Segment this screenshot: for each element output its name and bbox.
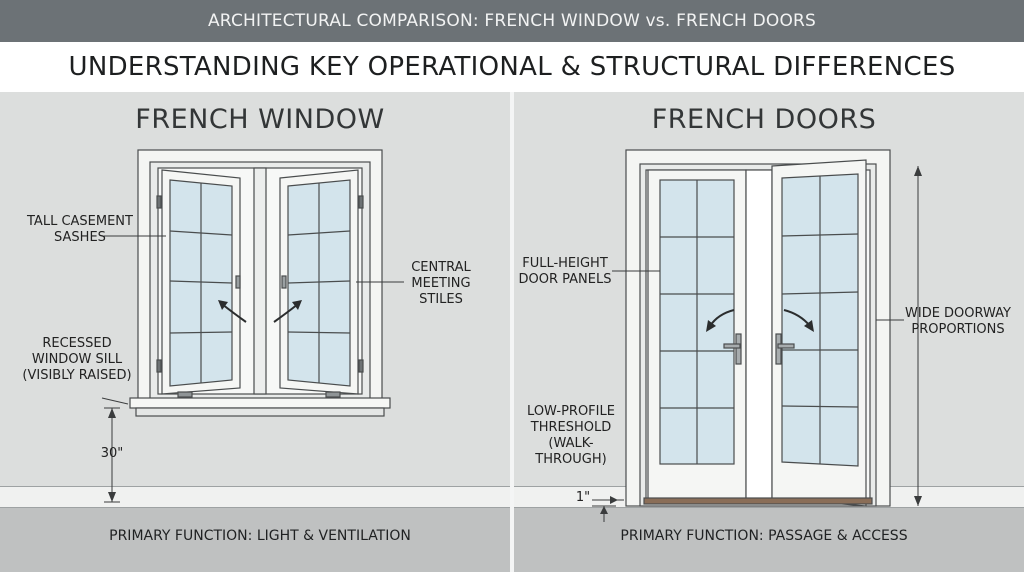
label-threshold-height: 1": [575, 490, 591, 505]
french-doors-title: FRENCH DOORS: [651, 104, 877, 135]
subtitle: UNDERSTANDING KEY OPERATIONAL & STRUCTUR…: [68, 52, 956, 82]
door-height-arrow-bottom: [914, 496, 922, 506]
french-window-illustration: [129, 149, 391, 417]
french-doors-illustration: [625, 149, 891, 507]
panel-divider: [510, 92, 514, 572]
subtitle-bar: UNDERSTANDING KEY OPERATIONAL & STRUCTUR…: [0, 42, 1024, 92]
baseboard-left: [0, 486, 510, 508]
label-central-meeting-stiles: CENTRAL MEETING STILES: [411, 260, 471, 307]
label-full-height-door-panels: FULL-HEIGHT DOOR PANELS: [518, 256, 612, 287]
label-tall-casement-sashes: TALL CASEMENT SASHES: [27, 214, 133, 245]
dimension-arrow-top: [108, 408, 116, 418]
label-recessed-window-sill: RECESSED WINDOW SILL (VISIBLY RAISED): [22, 336, 132, 383]
label-wide-doorway-proportions: WIDE DOORWAY PROPORTIONS: [905, 306, 1011, 337]
threshold-pointer: [610, 496, 618, 504]
floor-left: [0, 508, 510, 572]
label-low-profile-threshold: LOW-PROFILE THRESHOLD (WALK-THROUGH): [527, 404, 615, 467]
french-window-title: FRENCH WINDOW: [135, 104, 385, 135]
top-title: ARCHITECTURAL COMPARISON: FRENCH WINDOW …: [207, 11, 817, 31]
threshold-arrow: [600, 506, 608, 514]
label-sill-height: 30": [100, 446, 124, 461]
dimension-arrow-bottom: [108, 492, 116, 502]
window-primary-function: PRIMARY FUNCTION: LIGHT & VENTILATION: [109, 528, 411, 544]
door-height-arrow-top: [914, 166, 922, 176]
door-leader-lines: [592, 166, 919, 522]
floor-right: [514, 508, 1024, 572]
doors-primary-function: PRIMARY FUNCTION: PASSAGE & ACCESS: [620, 528, 908, 544]
top-title-bar: ARCHITECTURAL COMPARISON: FRENCH WINDOW …: [0, 0, 1024, 42]
